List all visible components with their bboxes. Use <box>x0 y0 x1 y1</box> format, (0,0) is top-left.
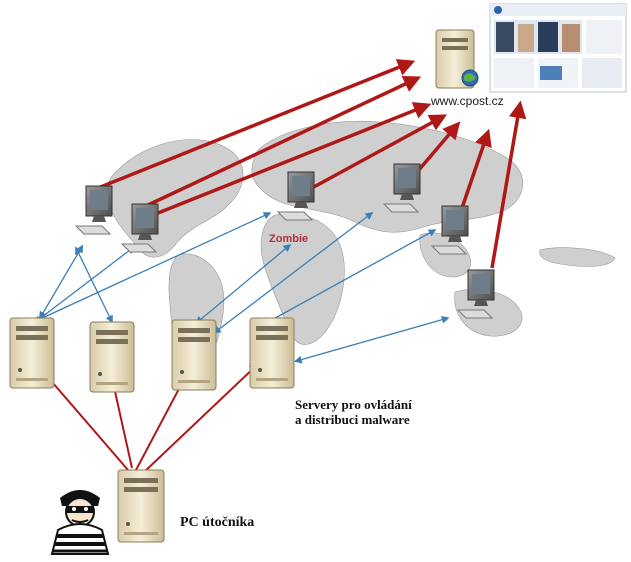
control-server <box>171 319 217 391</box>
control-servers-label-line1: Servery pro ovládání <box>295 397 412 412</box>
zombie-label: Zombie <box>269 233 309 245</box>
control-server <box>249 317 295 389</box>
command-arrows <box>38 362 260 475</box>
zombie-computer <box>430 205 469 255</box>
zombie-computer <box>382 163 421 213</box>
website-label: www.cpost.cz <box>431 94 504 108</box>
control-servers-label: Servery pro ovládání a distribuci malwar… <box>295 397 412 427</box>
control-server <box>89 321 135 393</box>
zombie-computer <box>456 269 495 319</box>
zombie-computer <box>276 171 315 221</box>
website-screenshot <box>489 3 627 93</box>
attacker-label: PC útočníka <box>180 515 255 530</box>
control-arrows <box>32 212 450 364</box>
control-server <box>9 317 55 389</box>
zombie-computer <box>120 203 159 253</box>
burglar-icon <box>50 490 110 555</box>
target-server <box>435 29 479 89</box>
zombie-computer <box>74 185 113 235</box>
attacker-server <box>117 469 165 543</box>
control-servers-label-line2: a distribuci malware <box>295 412 410 427</box>
